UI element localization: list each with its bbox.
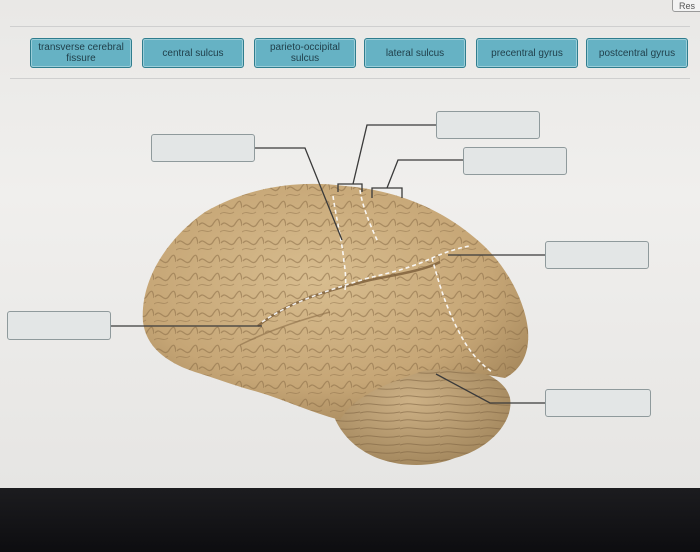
leader-lines (111, 124, 545, 404)
drop-target-precentral-gyrus[interactable] (436, 111, 540, 139)
exercise-screen: Res transverse cerebral fissure central … (0, 0, 700, 488)
cerebrum-shape (142, 183, 529, 420)
label-chip-lateral-sulcus[interactable]: lateral sulcus (364, 38, 466, 68)
drop-target-central-sulcus[interactable] (151, 134, 255, 162)
label-bank-bottom-rule (10, 78, 690, 79)
monitor-bezel (0, 488, 700, 552)
reset-button[interactable]: Res (672, 0, 700, 12)
label-chip-precentral-gyrus[interactable]: precentral gyrus (476, 38, 578, 68)
brain-diagram (111, 124, 545, 465)
lobe-boundaries (261, 189, 493, 373)
label-chip-postcentral-gyrus[interactable]: postcentral gyrus (586, 38, 688, 68)
drop-target-parieto-occipital-sulcus[interactable] (545, 241, 649, 269)
drop-target-transverse-cerebral-fissure[interactable] (545, 389, 651, 417)
label-chip-transverse-cerebral-fissure[interactable]: transverse cerebral fissure (30, 38, 132, 68)
label-chip-central-sulcus[interactable]: central sulcus (142, 38, 244, 68)
drop-target-postcentral-gyrus[interactable] (463, 147, 567, 175)
label-chip-parieto-occipital-sulcus[interactable]: parieto-occipital sulcus (254, 38, 356, 68)
drop-target-lateral-sulcus[interactable] (7, 311, 111, 340)
label-bank-top-rule (10, 26, 690, 27)
